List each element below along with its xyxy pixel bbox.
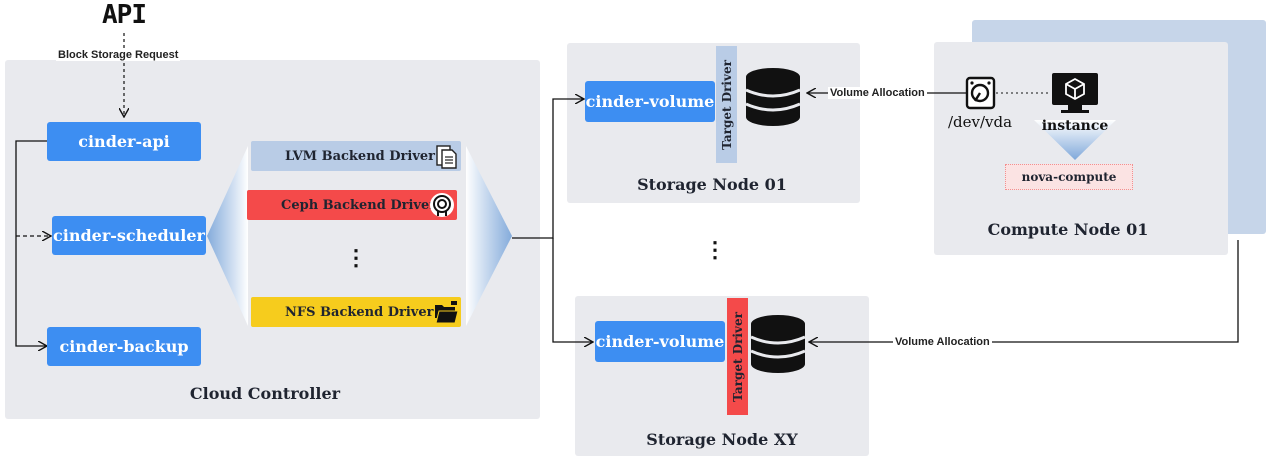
storage-node-01-title: Storage Node 01 bbox=[637, 175, 787, 194]
nova-compute-service[interactable]: nova-compute bbox=[1005, 164, 1133, 190]
api-label: API bbox=[102, 0, 147, 30]
hard-disk-icon bbox=[965, 76, 996, 110]
lvm-driver-label: LVM Backend Driver bbox=[285, 148, 436, 164]
database-icon bbox=[750, 315, 806, 373]
document-icon bbox=[436, 145, 457, 169]
monitor-cube-icon bbox=[1052, 73, 1098, 113]
storage-01-cinder-volume[interactable]: cinder-volume bbox=[585, 81, 715, 122]
storage-nodes-ellipsis: ⋮ bbox=[704, 237, 726, 263]
cinder-scheduler-service[interactable]: cinder-scheduler bbox=[52, 216, 206, 255]
cinder-api-service[interactable]: cinder-api bbox=[47, 122, 201, 161]
storage-node-xy-title: Storage Node XY bbox=[646, 430, 798, 449]
storage-01-target-driver: Target Driver bbox=[716, 46, 737, 163]
ceph-icon bbox=[430, 193, 454, 217]
cloud-controller-title: Cloud Controller bbox=[189, 384, 341, 403]
lvm-backend-driver[interactable]: LVM Backend Driver bbox=[251, 141, 461, 171]
dev-vda-label: /dev/vda bbox=[948, 113, 1013, 131]
storage-node-01-panel bbox=[567, 43, 860, 203]
ceph-driver-label: Ceph Backend Driver bbox=[281, 197, 437, 213]
volume-allocation-bottom-label: Volume Allocation bbox=[893, 336, 992, 348]
nfs-driver-label: NFS Backend Driver bbox=[285, 304, 434, 320]
volume-allocation-top-label: Volume Allocation bbox=[828, 87, 927, 99]
compute-node-01-title: Compute Node 01 bbox=[987, 220, 1149, 239]
cinder-backup-service[interactable]: cinder-backup bbox=[47, 327, 201, 366]
instance-label: instance bbox=[1041, 118, 1109, 134]
folder-icon bbox=[435, 301, 459, 324]
storage-xy-cinder-volume[interactable]: cinder-volume bbox=[595, 321, 725, 362]
drivers-ellipsis: ⋮ bbox=[345, 245, 367, 271]
nfs-backend-driver[interactable]: NFS Backend Driver bbox=[251, 297, 461, 327]
block-storage-request-label: Block Storage Request bbox=[56, 49, 181, 61]
database-icon bbox=[745, 68, 801, 126]
storage-xy-target-driver: Target Driver bbox=[727, 298, 748, 415]
ceph-backend-driver[interactable]: Ceph Backend Driver bbox=[247, 190, 457, 220]
